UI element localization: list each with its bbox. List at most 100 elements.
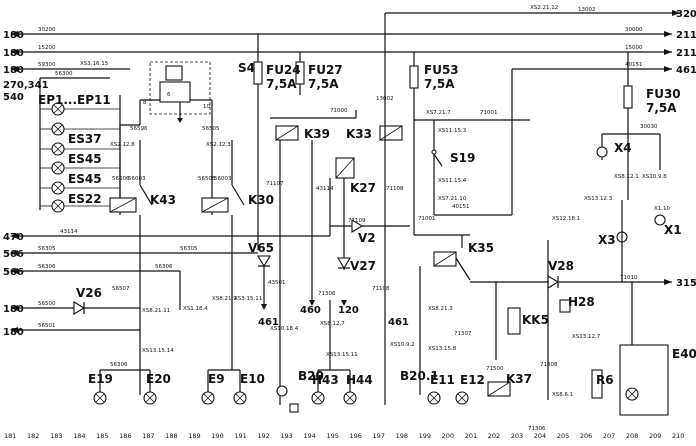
scale-number: 184 bbox=[73, 432, 85, 440]
fuse-label: FU24 bbox=[266, 63, 301, 77]
svg-text:30030: 30030 bbox=[640, 124, 658, 130]
svg-text:XS10.9.2: XS10.9.2 bbox=[390, 342, 415, 348]
svg-text:XS2.12.3: XS2.12.3 bbox=[206, 142, 231, 148]
relay-label: K27 bbox=[350, 181, 376, 195]
right-terminal-label: 320 bbox=[676, 9, 696, 20]
svg-text:XS12.18.1: XS12.18.1 bbox=[552, 216, 580, 222]
relays-k39-k33-k27: K39 K33 K27 71000 71107 43114 71109 7130… bbox=[248, 95, 403, 328]
bottom-left-lamps: E19 E20 XS8.21.11 XS13.15.14 56306 XS1.1… bbox=[88, 271, 265, 405]
lamp-label: H43 bbox=[312, 373, 339, 387]
svg-text:56306: 56306 bbox=[155, 264, 173, 270]
lamp-label: EP1...EP11 bbox=[38, 93, 111, 107]
svg-text:XS8.21.3: XS8.21.3 bbox=[428, 306, 453, 312]
svg-text:XS2.12.8: XS2.12.8 bbox=[110, 142, 135, 148]
fuse-label: FU27 bbox=[308, 63, 343, 77]
svg-text:XS8.21.9: XS8.21.9 bbox=[212, 296, 237, 302]
scale-number: 200 bbox=[442, 432, 454, 440]
svg-text:XS8.12.7: XS8.12.7 bbox=[320, 321, 345, 327]
svg-text:56606: 56606 bbox=[112, 176, 130, 182]
svg-text:43114: 43114 bbox=[316, 186, 334, 192]
svg-text:XS11.15.4: XS11.15.4 bbox=[438, 178, 467, 184]
svg-text:XS13.15.14: XS13.15.14 bbox=[142, 348, 174, 354]
svg-text:71108: 71108 bbox=[386, 186, 404, 192]
right-terminal-label: 211 bbox=[676, 48, 696, 59]
left-terminal-label: 470 bbox=[3, 232, 24, 243]
svg-text:X1.10: X1.10 bbox=[654, 206, 671, 212]
svg-text:56305: 56305 bbox=[38, 246, 56, 252]
diode-label: V2 bbox=[358, 231, 376, 245]
svg-text:XS10.9.8: XS10.9.8 bbox=[642, 174, 667, 180]
svg-text:15000: 15000 bbox=[625, 45, 643, 51]
svg-text:XS10.18.4: XS10.18.4 bbox=[270, 326, 299, 332]
svg-text:461: 461 bbox=[258, 317, 279, 328]
fuse-label: FU30 bbox=[646, 87, 681, 101]
fuses-fu24-fu27: FU24 7,5A FU27 7,5A bbox=[253, 34, 343, 95]
scale-number: 189 bbox=[188, 432, 200, 440]
fuse-rating: 7,5A bbox=[308, 77, 339, 91]
svg-text:XS11.15.3: XS11.15.3 bbox=[438, 128, 467, 134]
svg-text:461: 461 bbox=[388, 317, 409, 328]
svg-text:71306: 71306 bbox=[528, 426, 546, 432]
svg-text:120: 120 bbox=[338, 305, 359, 316]
svg-text:15200: 15200 bbox=[38, 45, 56, 51]
switch-s45: 6 8 10 S45 56596 56505 bbox=[130, 61, 263, 132]
connector-label: R6 bbox=[596, 373, 614, 387]
scale-number: 186 bbox=[119, 432, 131, 440]
svg-text:XS8.6.1: XS8.6.1 bbox=[552, 392, 573, 398]
scale-number: 182 bbox=[27, 432, 39, 440]
right-group: V28 71010 KK5 71500 K37 71306 71308 XS8.… bbox=[470, 216, 672, 432]
fuse-rating: 7,5A bbox=[646, 101, 677, 115]
svg-text:56500: 56500 bbox=[38, 301, 56, 307]
connector-label: X3 bbox=[598, 233, 616, 247]
scale-number: 205 bbox=[557, 432, 569, 440]
svg-text:40151: 40151 bbox=[452, 204, 470, 210]
scale-number: 192 bbox=[257, 432, 269, 440]
svg-text:56305: 56305 bbox=[180, 246, 198, 252]
svg-text:56306: 56306 bbox=[38, 264, 56, 270]
diode-label: V65 bbox=[248, 241, 274, 255]
svg-text:56306: 56306 bbox=[110, 362, 128, 368]
svg-text:30000: 30000 bbox=[625, 27, 643, 33]
svg-text:XS3.16.15: XS3.16.15 bbox=[80, 61, 109, 67]
lamp-group-ep: EP1...EP11 ES37 ES45 ES45 ES22 bbox=[38, 78, 121, 213]
scale-number: 191 bbox=[234, 432, 246, 440]
right-terminals: 320 211 211 461 315 bbox=[676, 9, 696, 289]
relay-label: K37 bbox=[506, 372, 532, 386]
svg-text:10: 10 bbox=[203, 104, 210, 110]
scale-number: 187 bbox=[142, 432, 154, 440]
pressure-switch-label: B20 bbox=[298, 369, 324, 383]
relay-label: K43 bbox=[150, 193, 176, 207]
relay-label: K33 bbox=[346, 127, 372, 141]
scale-number: 198 bbox=[396, 432, 408, 440]
pressure-switch-label: B20.1 bbox=[400, 369, 439, 383]
svg-text:56507: 56507 bbox=[112, 286, 130, 292]
svg-text:56300: 56300 bbox=[55, 71, 73, 77]
lamp-label: ES45 bbox=[68, 172, 102, 186]
left-terminal-label: 180 bbox=[3, 65, 24, 76]
scale-number: 185 bbox=[96, 432, 108, 440]
lamp-label: E10 bbox=[240, 372, 265, 386]
scale-number: 183 bbox=[50, 432, 62, 440]
scale-number: 190 bbox=[211, 432, 223, 440]
svg-text:13002: 13002 bbox=[578, 7, 596, 13]
left-terminal-label: 566 bbox=[3, 249, 24, 260]
svg-text:XS2.21.12: XS2.21.12 bbox=[530, 5, 558, 11]
svg-text:71307: 71307 bbox=[454, 331, 472, 337]
scale-number: 202 bbox=[488, 432, 500, 440]
lamp-label: E12 bbox=[460, 373, 485, 387]
right-terminal-label: 461 bbox=[676, 65, 696, 76]
svg-text:56596: 56596 bbox=[130, 126, 148, 132]
lamp-label: E20 bbox=[146, 372, 171, 386]
diode-label: V28 bbox=[548, 259, 574, 273]
left-terminals: 180 180 180 270,341 540 470 566 566 180 … bbox=[3, 30, 49, 338]
svg-text:6: 6 bbox=[167, 92, 171, 98]
connector-label: H28 bbox=[568, 295, 595, 309]
relay-label: K30 bbox=[248, 193, 274, 207]
left-terminal-label: 540 bbox=[3, 92, 24, 103]
svg-text:71108: 71108 bbox=[372, 286, 390, 292]
relay-label: K39 bbox=[304, 127, 330, 141]
bottom-middle: XS10.18.4 B20 H43 H44 XS8.12.7 XS13.15.1… bbox=[270, 13, 439, 413]
svg-text:XS1.18.4: XS1.18.4 bbox=[183, 306, 208, 312]
